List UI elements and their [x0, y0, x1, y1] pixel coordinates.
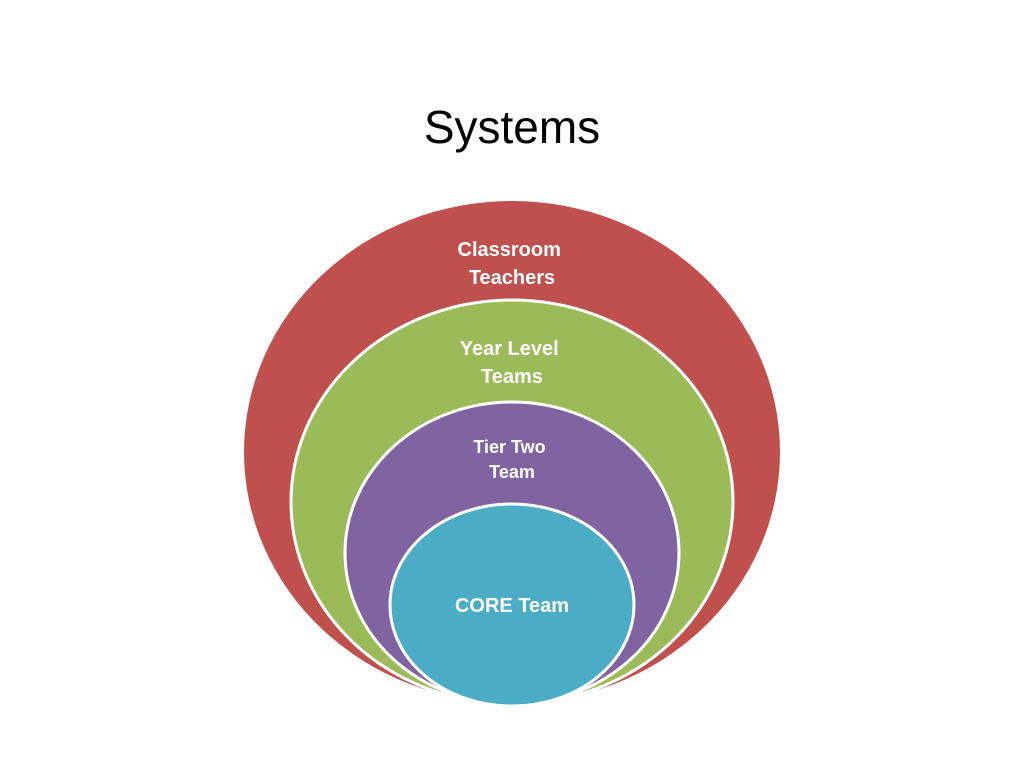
label-year-level-teams: Year Level Teams: [460, 338, 565, 388]
layer-core-team: [388, 502, 636, 708]
label-line: Teams: [481, 366, 543, 388]
label-line: Year Level: [460, 338, 559, 360]
label-core-team: CORE Team: [455, 595, 569, 617]
label-line: Classroom: [458, 239, 561, 261]
label-line: Tier Two: [473, 437, 545, 457]
label-classroom-teachers: Classroom Teachers: [458, 239, 567, 289]
label-tier-two-team: Tier Two Team: [473, 437, 550, 482]
slide-title: Systems: [423, 101, 601, 153]
label-line: Teachers: [469, 267, 555, 289]
label-line: Team: [489, 462, 535, 482]
label-line: CORE Team: [455, 595, 569, 617]
